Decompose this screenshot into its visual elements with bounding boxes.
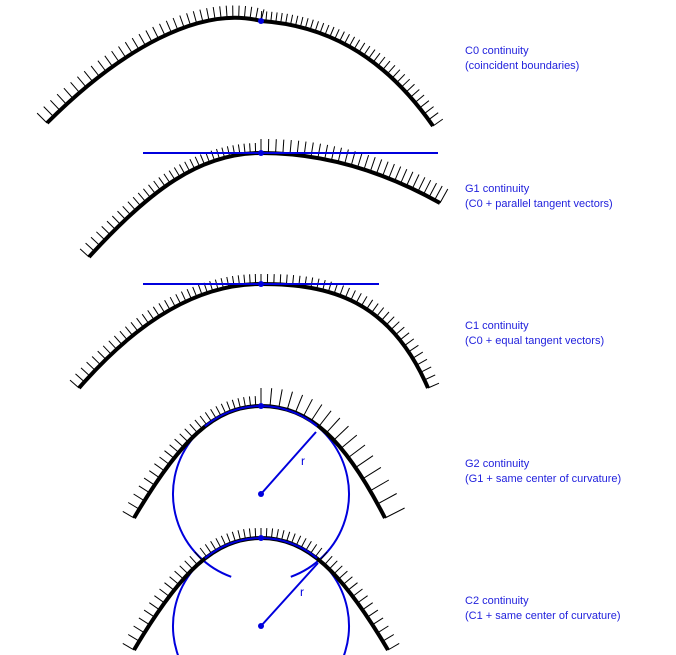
label-g1: G1 continuity (C0 + parallel tangent vec… bbox=[465, 182, 613, 212]
panel-g1 bbox=[79, 138, 449, 259]
curve-segment-2 bbox=[260, 282, 430, 389]
label-c0-title: C0 continuity bbox=[465, 45, 529, 57]
joint-point bbox=[258, 18, 264, 24]
label-g2: G2 continuity (G1 + same center of curva… bbox=[465, 457, 621, 487]
radius-line bbox=[260, 562, 319, 627]
joint-point bbox=[258, 150, 264, 156]
panel-g2: r bbox=[122, 388, 405, 578]
label-g1-subtitle: (C0 + parallel tangent vectors) bbox=[465, 198, 613, 210]
joint-point bbox=[258, 281, 264, 287]
panel-c1 bbox=[69, 273, 440, 390]
label-c1-title: C1 continuity bbox=[465, 320, 529, 332]
curvature-comb bbox=[122, 528, 400, 651]
label-g1-title: G1 continuity bbox=[465, 183, 530, 195]
curve-segment-1 bbox=[77, 282, 262, 390]
label-c2-title: C2 continuity bbox=[465, 595, 529, 607]
radius-line bbox=[260, 431, 317, 495]
osculating-arc-overlay bbox=[204, 537, 318, 559]
curvature-comb bbox=[69, 273, 440, 389]
label-c0: C0 continuity (coincident boundaries) bbox=[465, 44, 579, 74]
joint-point bbox=[258, 535, 264, 541]
center-of-curvature-point bbox=[258, 491, 264, 497]
curve-segment-2 bbox=[260, 404, 387, 519]
curve-segment-1 bbox=[45, 15, 262, 125]
panel-c2: r bbox=[122, 528, 400, 655]
label-c2-subtitle: (C1 + same center of curvature) bbox=[465, 610, 621, 622]
osculating-arc-overlay bbox=[204, 405, 318, 427]
curvature-comb bbox=[36, 5, 444, 127]
label-c1: C1 continuity (C0 + equal tangent vector… bbox=[465, 319, 604, 349]
curve-segment-1 bbox=[87, 151, 262, 259]
curve-segment-2 bbox=[260, 151, 441, 205]
label-c1-subtitle: (C0 + equal tangent vectors) bbox=[465, 335, 605, 347]
label-g2-subtitle: (G1 + same center of curvature) bbox=[465, 473, 622, 485]
label-c0-subtitle: (coincident boundaries) bbox=[465, 60, 580, 72]
curve-segment-2 bbox=[260, 19, 435, 128]
joint-point bbox=[258, 403, 264, 409]
panel-c0 bbox=[36, 5, 444, 128]
curvature-comb bbox=[122, 388, 405, 519]
label-c2: C2 continuity (C1 + same center of curva… bbox=[465, 594, 621, 624]
radius-label: r bbox=[300, 585, 304, 599]
center-of-curvature-point bbox=[258, 623, 264, 629]
curvature-comb bbox=[79, 138, 449, 258]
label-g2-title: G2 continuity bbox=[465, 458, 530, 470]
radius-label: r bbox=[301, 454, 305, 468]
